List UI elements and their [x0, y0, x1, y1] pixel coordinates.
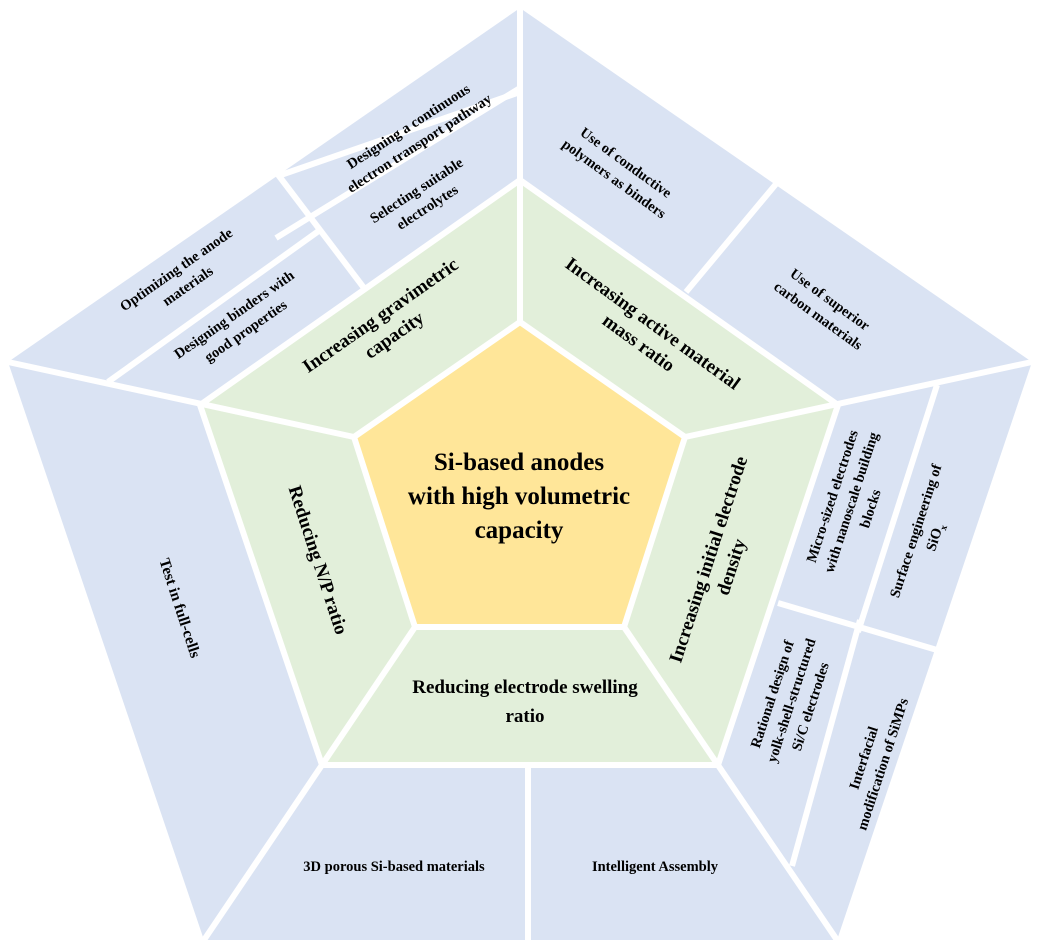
swelling-line-2: ratio [505, 706, 544, 727]
center-title: Si-based anodes with high volumetric cap… [408, 449, 630, 544]
divider-lines [7, 8, 1033, 942]
surface-engineering-line-2: SiOx [923, 521, 950, 554]
center-title-line-2: with high volumetric [408, 483, 630, 510]
center-pentagon [354, 322, 685, 627]
label-3d-porous-si: 3D porous Si-based materials [303, 859, 485, 875]
label-reducing-electrode-swelling-ratio: Reducing electrode swelling ratio [412, 677, 638, 727]
center-title-line-3: capacity [475, 517, 564, 544]
label-intelligent-assembly: Intelligent Assembly [592, 859, 719, 875]
center-title-line-1: Si-based anodes [434, 449, 604, 476]
swelling-line-1: Reducing electrode swelling [412, 677, 638, 698]
